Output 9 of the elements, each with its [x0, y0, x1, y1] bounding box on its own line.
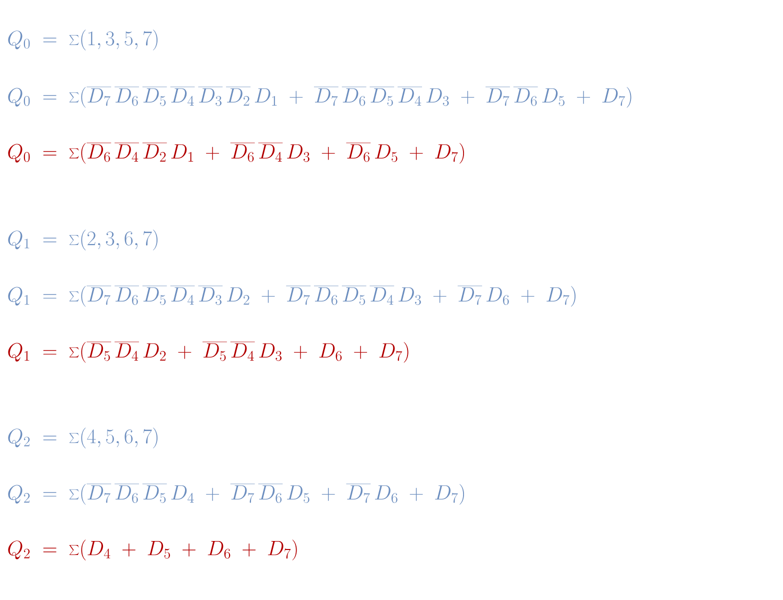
equation: $Q_1 \;=\; \sum (2, 3, 6, 7)$ [8, 230, 158, 250]
equation: $Q_2 \;=\; \sum (4, 5, 6, 7)$ [8, 428, 158, 448]
equation: $Q_2 \;=\; \sum (D_4 \;+\; D_5 \;+\; D_6 \;+\; D_7)$ [8, 540, 297, 560]
equation: $Q_1 \;=\; \sum (\overline{D_7}\,\overline{D_6}\,\overline{D_5}\,\overline{D_4}\,\overline{D_3}\,D_2 \;+\; \overline{D_7}\,\overline{D_6}\,\overline{D_5}\,\overline{D_4}\,D_3 \;+\; \overline{D_7}\,D_6 \;+\; D_7)$ [8, 286, 576, 307]
equation: $Q_1 \;=\; \sum (\overline{D_5}\,\overline{D_4}\,D_2 \;+\; \overline{D_5}\,\overline{D_4}\,D_3 \;+\; D_6 \;+\; D_7)$ [8, 342, 408, 363]
equation: $Q_0 \;=\; \sum (\overline{D_7}\,\overline{D_6}\,\overline{D_5}\,\overline{D_4}\,\overline{D_3}\,\overline{D_2}\,D_1 \;+\; \overline{D_7}\,\overline{D_6}\,\overline{D_5}\,\overline{D_4}\,D_3 \;+\; \overline{D_7}\,\overline{D_6}\,D_5 \;+\; D_7)$ [8, 86, 632, 108]
equation: $Q_0 \;=\; \sum (\overline{D_6}\,\overline{D_4}\,\overline{D_2}\,D_1 \;+\; \overline{D_6}\,\overline{D_4}\,D_3 \;+\; \overline{D_6}\,D_5 \;+\; D_7)$ [8, 142, 464, 164]
equation: $Q_2 \;=\; \sum (\overline{D_7}\,\overline{D_6}\,\overline{D_5}\,D_4 \;+\; \overline{D_7}\,\overline{D_6}\,D_5 \;+\; \overline{D_7}\,D_6 \;+\; D_7)$ [8, 484, 464, 505]
equation: $Q_0 \;=\; \sum (1, 3, 5, 7)$ [8, 30, 158, 50]
